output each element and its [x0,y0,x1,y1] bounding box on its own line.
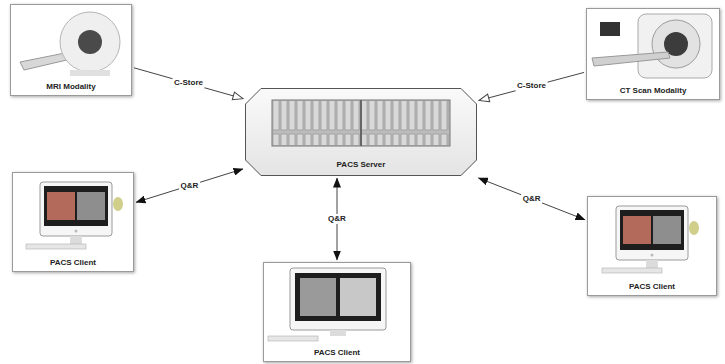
client-illustration [26,182,123,249]
node-label: PACS Client [314,348,360,358]
ct-illustration [592,14,712,78]
client-illustration [268,268,386,341]
edge-label: Q&R [179,181,201,191]
edge-label: Q&R [326,214,348,224]
node-label: MRI Modality [46,82,95,92]
connector-line [478,178,585,220]
client-illustration [602,206,699,273]
client-box: PACS Client [263,262,411,362]
octagon-outline [246,89,477,176]
edge-label: C-Store [172,78,205,88]
node-label: PACS Server [337,160,386,170]
server-octagon: PACS Server [245,88,477,176]
mri-illustration [20,12,120,76]
connector-line [136,169,243,202]
connector-line [134,68,243,99]
node-label: PACS Client [50,258,96,268]
modality-box: MRI Modality [10,4,132,96]
server-illustration [245,88,477,176]
client-box: PACS Client [12,172,134,272]
client-box: PACS Client [587,196,717,296]
node-label: PACS Client [629,282,675,292]
connector-line [479,72,584,100]
edge-label: Q&R [521,194,543,204]
node-label: CT Scan Modality [620,86,687,96]
modality-box: CT Scan Modality [586,8,720,100]
edge-label: C-Store [515,81,548,91]
